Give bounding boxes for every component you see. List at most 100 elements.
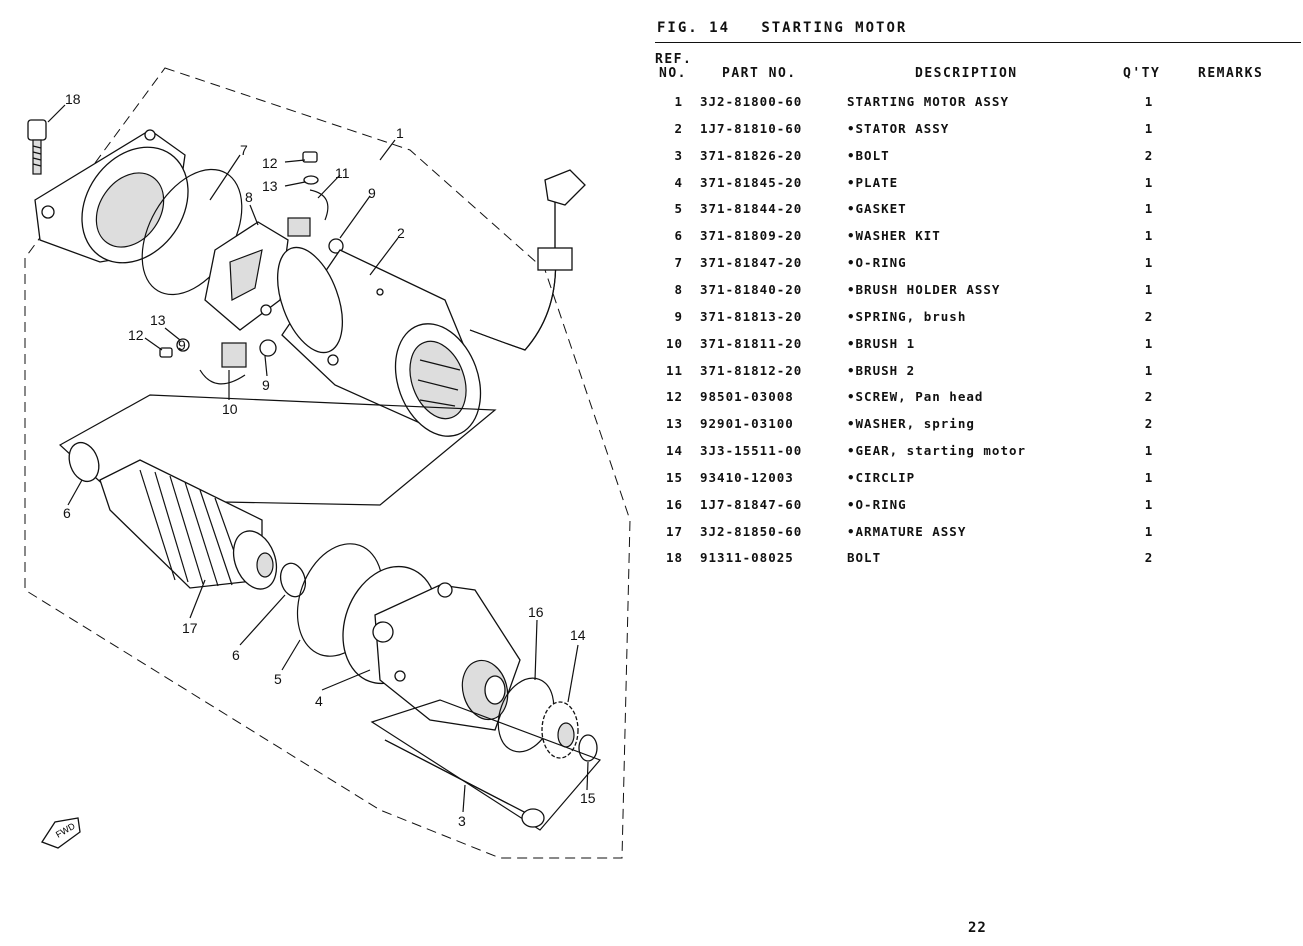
ref-number: 8 [674,281,683,297]
callout-6a: 6 [63,505,71,521]
part-spring-9a [328,238,344,254]
quantity: 1 [1144,120,1154,136]
callout-9a: 9 [368,185,376,201]
header-ref-line2: NO. [659,66,687,81]
ref-number: 17 [665,523,683,539]
ref-number: 13 [665,416,683,432]
part-number: 91311-08025 [700,550,794,566]
description: •GASKET [847,201,907,217]
table-row: 7 371-81847-20 •O-RING 1 [655,255,1301,275]
table-row: 8 371-81840-20 •BRUSH HOLDER ASSY 1 [655,282,1301,302]
callout-12a: 12 [262,155,278,171]
ref-number: 7 [674,255,683,271]
quantity: 1 [1144,281,1154,297]
description: •O-RING [847,496,907,512]
callout-1: 1 [396,125,404,141]
callout-14: 14 [570,627,586,643]
part-number: 1J7-81847-60 [700,496,803,512]
callout-15: 15 [580,790,596,806]
part-screw-washer-left [159,338,190,358]
description: •SPRING, brush [847,308,967,324]
part-through-bolt-3 [384,739,545,828]
part-number: 3J2-81850-60 [700,523,803,539]
part-number: 98501-03008 [700,389,794,405]
description: •O-RING [847,255,907,271]
ref-number: 15 [665,469,683,485]
callout-9b: 9 [178,337,186,353]
quantity: 2 [1144,308,1154,324]
part-number: 371-81813-20 [700,308,803,324]
callout-11: 11 [335,165,350,181]
part-brush-11 [287,189,329,237]
callout-17: 17 [182,620,198,636]
part-spring-9b [259,339,277,357]
header-description: DESCRIPTION [915,66,1018,81]
callout-2: 2 [397,225,405,241]
quantity: 1 [1144,469,1154,485]
part-stator-2 [277,246,482,437]
header-ref-line1: REF. [655,52,693,67]
part-number: 3J2-81800-60 [700,94,803,109]
description: STARTING MOTOR ASSY [847,94,1009,109]
ref-number: 4 [674,174,683,190]
quantity: 1 [1144,496,1154,512]
callout-6b: 6 [232,647,240,663]
part-front-bracket [372,582,521,731]
part-number: 93410-12003 [700,469,794,485]
part-number: 371-81840-20 [700,281,803,297]
header-rule [655,42,1301,43]
description: •BOLT [847,147,890,163]
quantity: 1 [1144,335,1154,351]
ref-number: 5 [674,201,683,217]
table-row: 3 371-81826-20 •BOLT 2 [655,148,1301,168]
header-qty: Q'TY [1123,66,1161,81]
part-number: 371-81844-20 [700,201,803,217]
callout-3: 3 [458,813,466,829]
part-number: 371-81809-20 [700,228,803,244]
part-number: 371-81847-20 [700,255,803,271]
part-bolt-18 [27,119,47,175]
table-row: 2 1J7-81810-60 •STATOR ASSY 1 [655,121,1301,141]
quantity: 1 [1144,255,1154,271]
part-brush-10 [199,342,247,385]
quantity: 2 [1144,416,1154,432]
description: •SCREW, Pan head [847,389,984,405]
callout-18: 18 [65,91,81,107]
callout-5: 5 [274,671,282,687]
header-part-no: PART NO. [722,66,797,81]
front-subbox [370,699,602,831]
callout-13a: 13 [262,178,278,194]
fwd-arrow-icon: FWD [41,817,81,849]
ref-number: 3 [674,147,683,163]
description: •WASHER, spring [847,416,975,432]
ref-number: 9 [674,308,683,324]
ref-number: 6 [674,228,683,244]
quantity: 2 [1144,147,1154,163]
quantity: 1 [1144,362,1154,378]
header-remarks: REMARKS [1198,66,1264,81]
quantity: 1 [1144,174,1154,190]
figure-name: STARTING MOTOR [761,20,908,36]
part-number: 371-81826-20 [700,147,803,163]
callout-4: 4 [315,693,323,709]
description: •STATOR ASSY [847,120,950,136]
part-washer-6a [68,441,100,483]
part-number: 371-81845-20 [700,174,803,190]
quantity: 1 [1144,201,1154,217]
part-washer-6b [279,562,307,598]
quantity: 2 [1144,550,1154,566]
figure-title: FIG. 14 STARTING MOTOR [657,20,907,36]
ref-number: 2 [674,120,683,136]
description: •BRUSH 1 [847,335,916,351]
part-number: 1J7-81810-60 [700,120,803,136]
description: •BRUSH HOLDER ASSY [847,281,1001,297]
page-number: 22 [968,920,987,936]
description: •GEAR, starting motor [847,443,1027,459]
